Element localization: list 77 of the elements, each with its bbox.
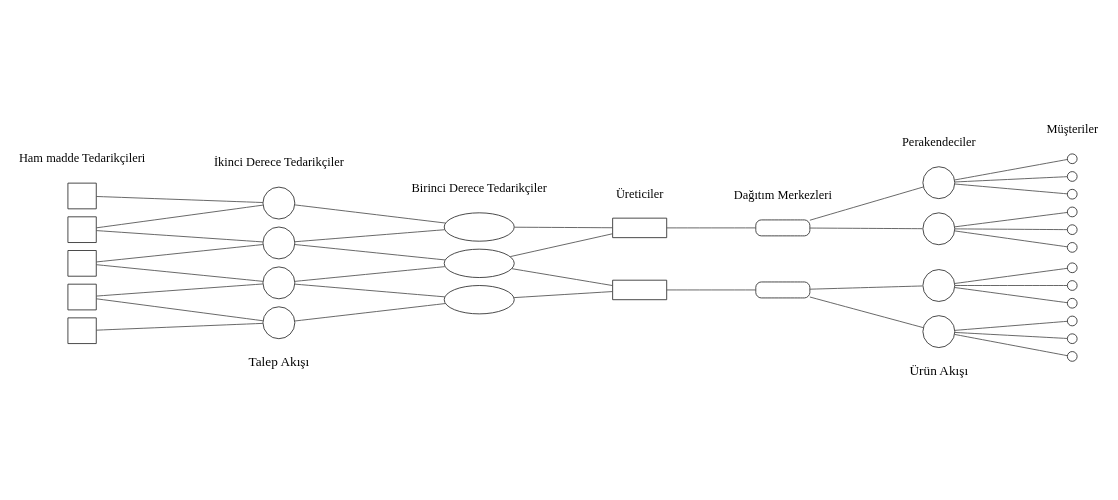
label: İkinci Derece Tedarikçiler: [214, 154, 344, 169]
connector: [666, 226, 757, 228]
node-circle: [922, 268, 956, 302]
connector: [954, 333, 1068, 356]
label: Ürün Akışı: [909, 362, 969, 378]
node-circle: [1066, 188, 1078, 200]
label: Dağıtım Merkezleri: [733, 187, 832, 202]
node-box: [612, 279, 668, 300]
label: Ham madde Tedarikçileri: [18, 150, 146, 165]
node-circle: [262, 226, 296, 259]
label: Birinci Derece Tedarikçiler: [411, 180, 547, 195]
node-ellipse: [443, 248, 515, 278]
connector: [954, 320, 1068, 331]
connector: [95, 243, 264, 262]
connector: [809, 285, 923, 290]
connector: [95, 263, 264, 282]
connector: [666, 289, 757, 290]
node-box: [755, 218, 811, 236]
label: Perakendeciler: [901, 134, 976, 149]
label: Üreticiler: [615, 185, 664, 200]
connector: [954, 284, 1068, 286]
connector: [95, 297, 264, 321]
connector: [95, 229, 264, 242]
node-circle: [1066, 332, 1078, 344]
connector: [954, 267, 1068, 284]
node-box: [67, 283, 97, 310]
connector: [95, 322, 264, 331]
connector: [514, 226, 613, 228]
node-circle: [1066, 206, 1078, 217]
node-circle: [1066, 297, 1078, 309]
connector: [513, 290, 613, 298]
connector: [954, 158, 1068, 180]
connector: [294, 203, 446, 223]
connector: [809, 186, 924, 221]
node-circle: [922, 165, 956, 199]
connector: [809, 227, 923, 229]
connector: [95, 204, 264, 228]
node-circle: [922, 211, 956, 245]
connector: [294, 265, 446, 282]
node-circle: [1066, 261, 1078, 273]
node-circle: [922, 314, 956, 348]
node-ellipse: [443, 211, 515, 242]
node-circle: [1066, 350, 1078, 362]
connector: [95, 195, 264, 203]
node-circle: [1066, 241, 1078, 253]
node-circle: [262, 265, 296, 299]
connector: [294, 228, 446, 242]
connector: [954, 211, 1068, 227]
label: Talep Akışı: [248, 353, 310, 369]
connector: [509, 232, 614, 257]
node-box: [755, 281, 811, 298]
node-box: [612, 217, 668, 238]
connector: [95, 283, 264, 296]
connector: [954, 175, 1068, 182]
node-circle: [1066, 223, 1078, 235]
connector: [294, 243, 446, 260]
node-ellipse: [443, 284, 515, 314]
label: Müşteriler: [1046, 121, 1099, 136]
connector: [954, 229, 1068, 247]
node-box: [67, 182, 97, 209]
connector: [294, 283, 446, 297]
connector: [294, 302, 446, 321]
node-circle: [262, 186, 296, 219]
node-circle: [1066, 152, 1078, 164]
node-circle: [262, 305, 296, 339]
connector: [954, 331, 1068, 339]
node-box: [67, 316, 97, 344]
node-box: [67, 215, 97, 243]
node-circle: [1066, 279, 1078, 291]
connector: [809, 296, 924, 328]
node-circle: [1066, 170, 1078, 182]
node-box: [67, 249, 97, 277]
connector: [954, 183, 1068, 194]
connector: [954, 286, 1068, 303]
connector: [954, 227, 1068, 230]
connector: [511, 267, 614, 286]
node-circle: [1066, 315, 1078, 326]
